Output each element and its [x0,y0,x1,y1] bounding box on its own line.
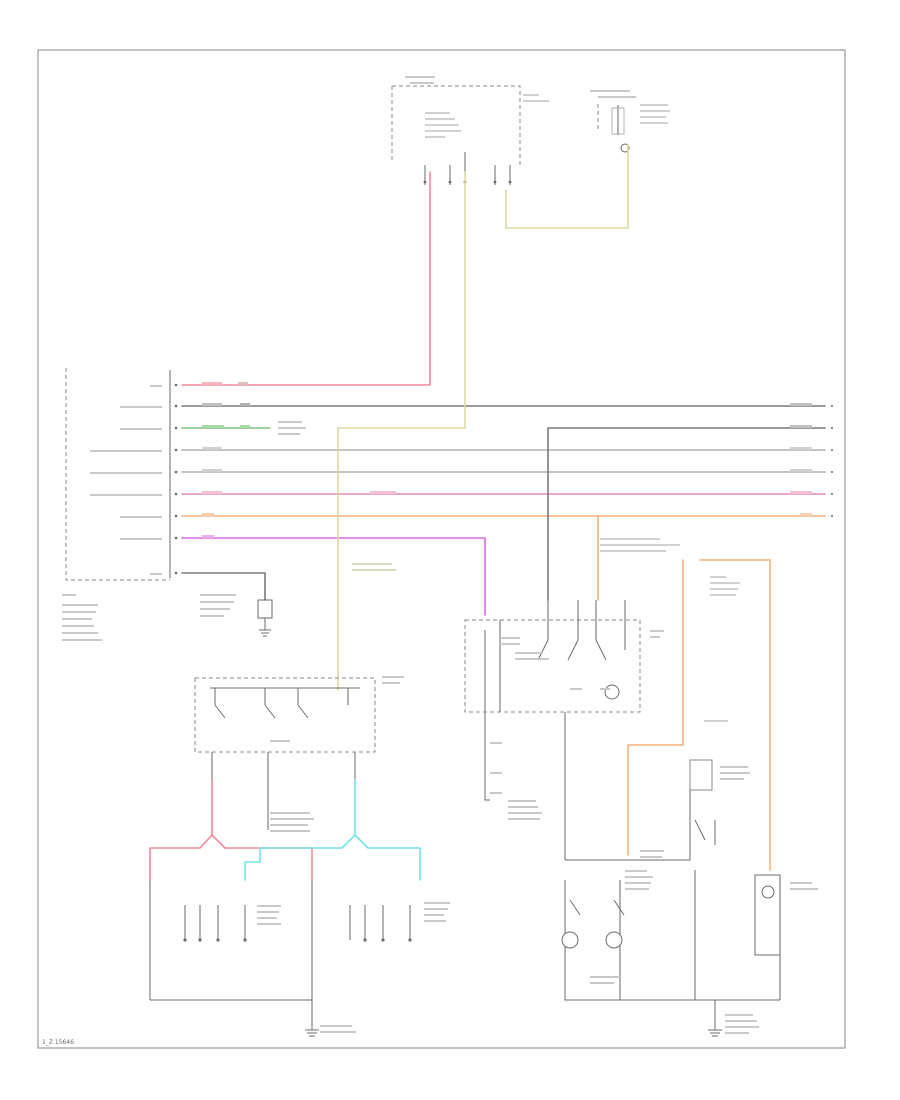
fuse-block-top [391,76,549,185]
wire-yellow-top-right [505,144,629,229]
ground-left-module [200,594,273,637]
headlamp-switch [194,676,404,830]
fuse-block-label-blur [405,76,549,138]
relay-block-center [464,600,664,715]
diagram-frame [37,49,846,1049]
wire-orange-right-2 [627,559,684,856]
wire-magenta [181,537,486,616]
figure-number: 1_Z 15646 [42,1039,74,1046]
lower-right-circuits [484,712,818,1037]
wire-gray-ground [181,572,266,601]
lamp-cluster-left [149,812,356,1037]
yellow-wire-labels [352,563,396,571]
dimmer-sensor-top [590,90,670,153]
wire-gray-drop [547,427,826,601]
body-control-module [62,368,178,641]
wire-pink-1 [181,171,431,386]
orange-wire-labels [600,538,740,722]
wire-pink-left [149,779,213,881]
wire-pink-right [211,834,313,881]
wire-labels [202,382,812,538]
module-pin-labels [90,385,162,575]
wire-yellow-main [337,171,466,691]
module-wires [181,171,826,616]
right-edge-connectors [831,405,833,517]
wire-cyan-right [354,834,421,881]
lamp-cluster-passenger [349,902,450,942]
module-pins [174,383,178,575]
module-name-label [62,594,102,641]
wire-orange-right-3 [699,559,771,871]
